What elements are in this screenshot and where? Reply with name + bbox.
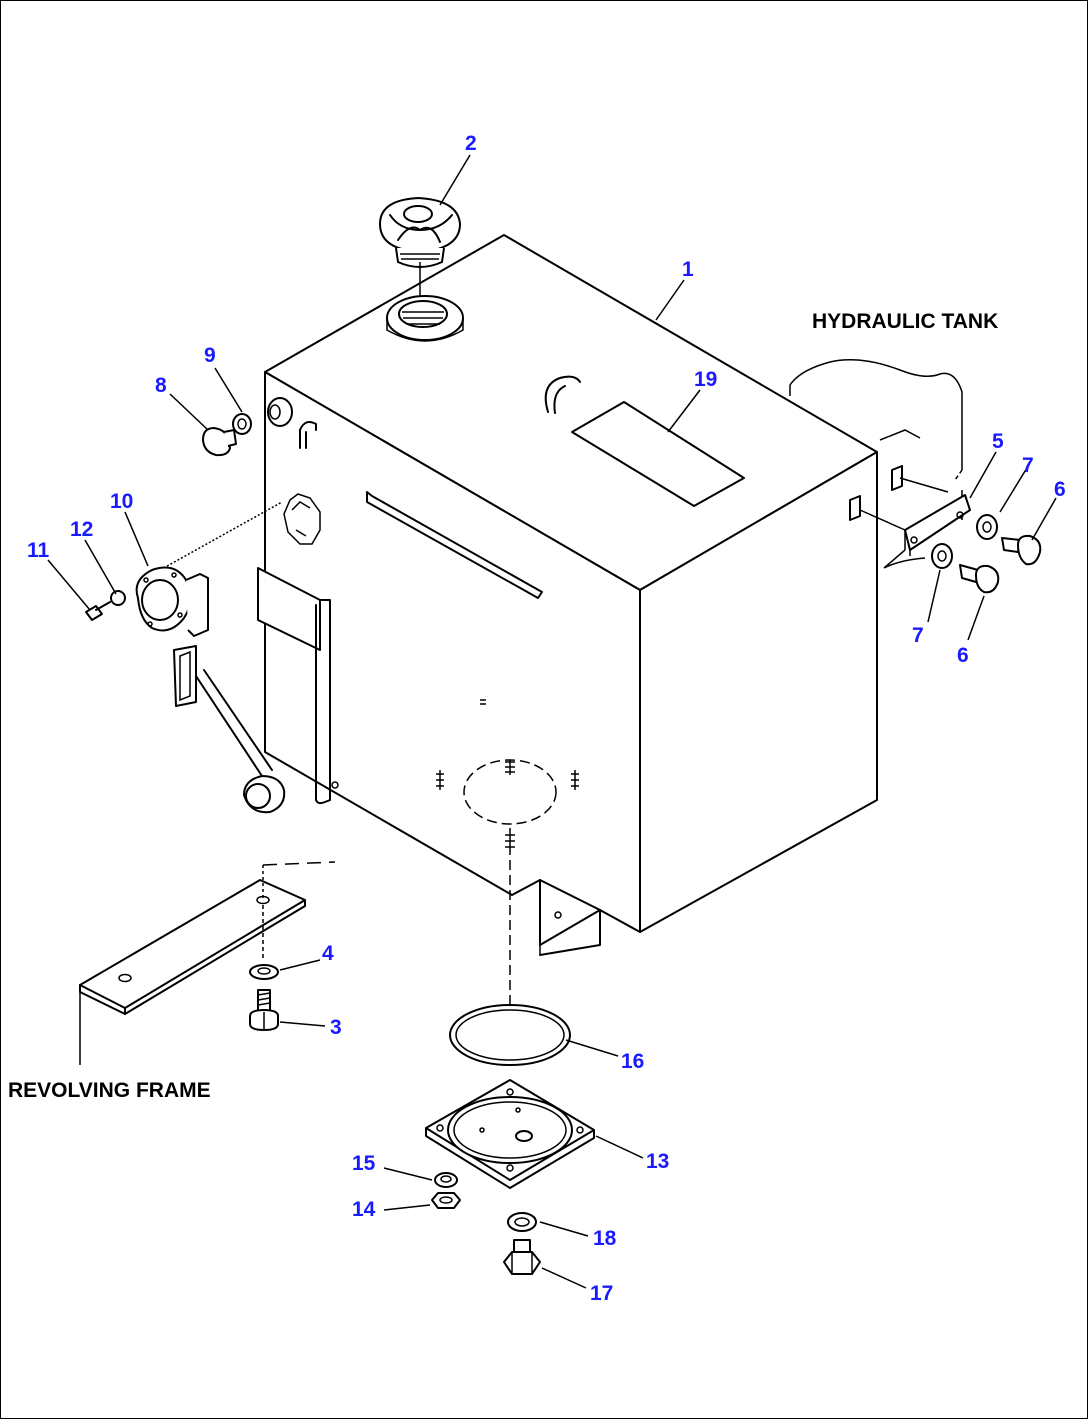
tank-body (257, 234, 878, 956)
washer-18-plug-17 (503, 1212, 541, 1275)
callout-7a: 7 (1022, 454, 1034, 477)
plate-19 (571, 401, 745, 507)
cover-13 (425, 1079, 595, 1189)
callout-7b: 7 (912, 624, 924, 647)
callout-9: 9 (204, 344, 216, 367)
level-gauge-assembly (85, 493, 321, 814)
callout-18: 18 (593, 1227, 617, 1250)
callout-8: 8 (155, 374, 167, 397)
plug-8-gasket-9 (202, 413, 252, 457)
callout-19: 19 (694, 368, 717, 391)
cap-2 (379, 197, 464, 342)
revolving-frame-plate (79, 861, 336, 1065)
callout-1: 1 (682, 258, 694, 281)
callout-15: 15 (352, 1152, 376, 1175)
callout-6b: 6 (957, 644, 969, 667)
washer-15-nut-14 (431, 1172, 461, 1209)
callout-4: 4 (322, 942, 334, 965)
callout-13: 13 (646, 1150, 669, 1173)
callout-11: 11 (27, 539, 50, 562)
callout-10: 10 (110, 490, 133, 513)
callout-2: 2 (465, 132, 477, 155)
caption-hydraulic-tank: HYDRAULIC TANK (812, 310, 998, 333)
leader-lines (47, 154, 1057, 1289)
callout-12: 12 (70, 518, 93, 541)
washers-7-bolts-6 (931, 514, 1042, 594)
callout-6a: 6 (1054, 478, 1066, 501)
callout-16: 16 (621, 1050, 644, 1073)
callout-5: 5 (992, 430, 1004, 453)
callout-14: 14 (352, 1198, 376, 1221)
washer-4-bolt-3 (249, 964, 279, 1031)
callout-17: 17 (590, 1282, 613, 1305)
callout-3: 3 (330, 1016, 342, 1039)
caption-revolving-frame: REVOLVING FRAME (8, 1079, 211, 1102)
mount-bracket-5 (849, 465, 971, 569)
o-ring-16 (449, 1004, 571, 1066)
